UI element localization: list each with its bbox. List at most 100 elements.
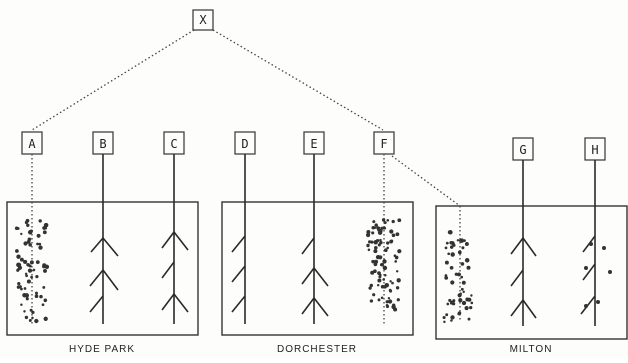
disease-dot: [467, 297, 472, 302]
disease-dot: [470, 301, 474, 305]
disease-dot: [38, 242, 42, 246]
disease-dot: [19, 287, 23, 291]
disease-dot: [461, 280, 466, 285]
milton-disease-dots: [442, 230, 474, 324]
disease-dot: [458, 298, 463, 303]
disease-dot: [42, 263, 47, 268]
disease-dot: [380, 226, 384, 230]
plant-b: B: [92, 131, 114, 155]
plant-e-branches: [301, 237, 329, 317]
disease-dot: [25, 274, 28, 278]
disease-dot: [31, 316, 34, 320]
disease-dot: [43, 298, 48, 303]
disease-dot: [366, 243, 370, 248]
disease-dot: [394, 260, 398, 263]
link-x-to-a: [31, 29, 195, 131]
disease-dot: [459, 292, 462, 296]
disease-dot: [23, 259, 28, 264]
plant-g: G: [512, 137, 534, 161]
plant-b-branches: [89, 237, 119, 313]
disease-dot: [35, 274, 39, 279]
disease-dot: [444, 274, 448, 277]
disease-dot: [372, 293, 376, 297]
disease-dot: [16, 262, 21, 268]
plant-label: C: [170, 137, 177, 151]
disease-dot: [25, 218, 30, 223]
source-node: X: [192, 9, 214, 31]
disease-dot: [42, 285, 46, 289]
plant-h: H: [584, 137, 606, 161]
disease-dot: [377, 278, 382, 283]
disease-dot: [461, 300, 467, 306]
disease-dot: [386, 241, 390, 245]
disease-dot: [26, 239, 31, 244]
disease-dot: [450, 280, 455, 285]
disease-dot: [596, 300, 600, 304]
disease-dot: [16, 227, 20, 230]
disease-dot: [444, 276, 449, 280]
region-milton: MILTON: [435, 205, 628, 355]
plant-label: F: [380, 137, 387, 151]
plant-e: E: [303, 131, 325, 155]
disease-dot: [367, 248, 371, 252]
disease-dot: [393, 254, 397, 257]
disease-dot: [457, 272, 461, 277]
plant-c: C: [163, 131, 185, 155]
disease-dot: [442, 315, 446, 320]
disease-dot: [365, 232, 371, 238]
disease-dot: [584, 304, 588, 308]
disease-dot: [374, 246, 378, 250]
disease-dot: [373, 240, 378, 245]
disease-dot: [449, 245, 454, 249]
disease-dot: [368, 286, 372, 290]
disease-dot: [389, 229, 394, 234]
disease-dot: [380, 296, 384, 300]
region-label: MILTON: [510, 344, 553, 355]
disease-dot: [43, 316, 48, 321]
disease-dot: [584, 266, 588, 270]
disease-dot: [391, 233, 396, 238]
disease-dot: [28, 243, 32, 247]
disease-dot: [373, 249, 378, 254]
disease-dot: [26, 263, 30, 267]
disease-dot: [384, 274, 387, 277]
disease-dot: [29, 308, 33, 312]
region-dorchester: DORCHESTER: [221, 201, 414, 355]
disease-dot: [28, 319, 32, 322]
plant-h-branches: [580, 235, 596, 315]
disease-dot: [589, 242, 593, 246]
disease-dot: [368, 240, 372, 244]
disease-dot: [27, 268, 33, 273]
plant-label: H: [591, 143, 598, 157]
disease-dot: [380, 262, 385, 267]
disease-dot: [376, 283, 380, 287]
disease-dot: [460, 275, 464, 279]
disease-dot: [391, 281, 394, 285]
region-box: [221, 201, 414, 336]
disease-dot: [377, 228, 380, 232]
plant-label: G: [519, 143, 526, 157]
disease-dot: [391, 304, 396, 310]
disease-dot: [370, 240, 374, 244]
disease-dot: [389, 280, 392, 283]
disease-dot: [459, 238, 465, 243]
disease-dot: [25, 297, 29, 301]
region-label: HYDE PARK: [69, 344, 135, 355]
disease-dot: [454, 272, 458, 276]
disease-dot: [379, 238, 382, 242]
disease-dot: [20, 232, 23, 236]
plant-d: D: [234, 131, 256, 155]
disease-dot: [42, 230, 47, 235]
disease-dot: [38, 245, 43, 250]
disease-dot: [382, 265, 388, 271]
disease-dot: [23, 241, 28, 246]
disease-dot: [371, 259, 375, 264]
disease-dot: [16, 254, 21, 259]
disease-dot: [464, 258, 470, 263]
disease-dot: [377, 243, 381, 247]
disease-dot: [377, 230, 383, 235]
disease-dot: [44, 226, 48, 230]
disease-dot: [29, 260, 34, 265]
plant-label: B: [99, 137, 106, 151]
